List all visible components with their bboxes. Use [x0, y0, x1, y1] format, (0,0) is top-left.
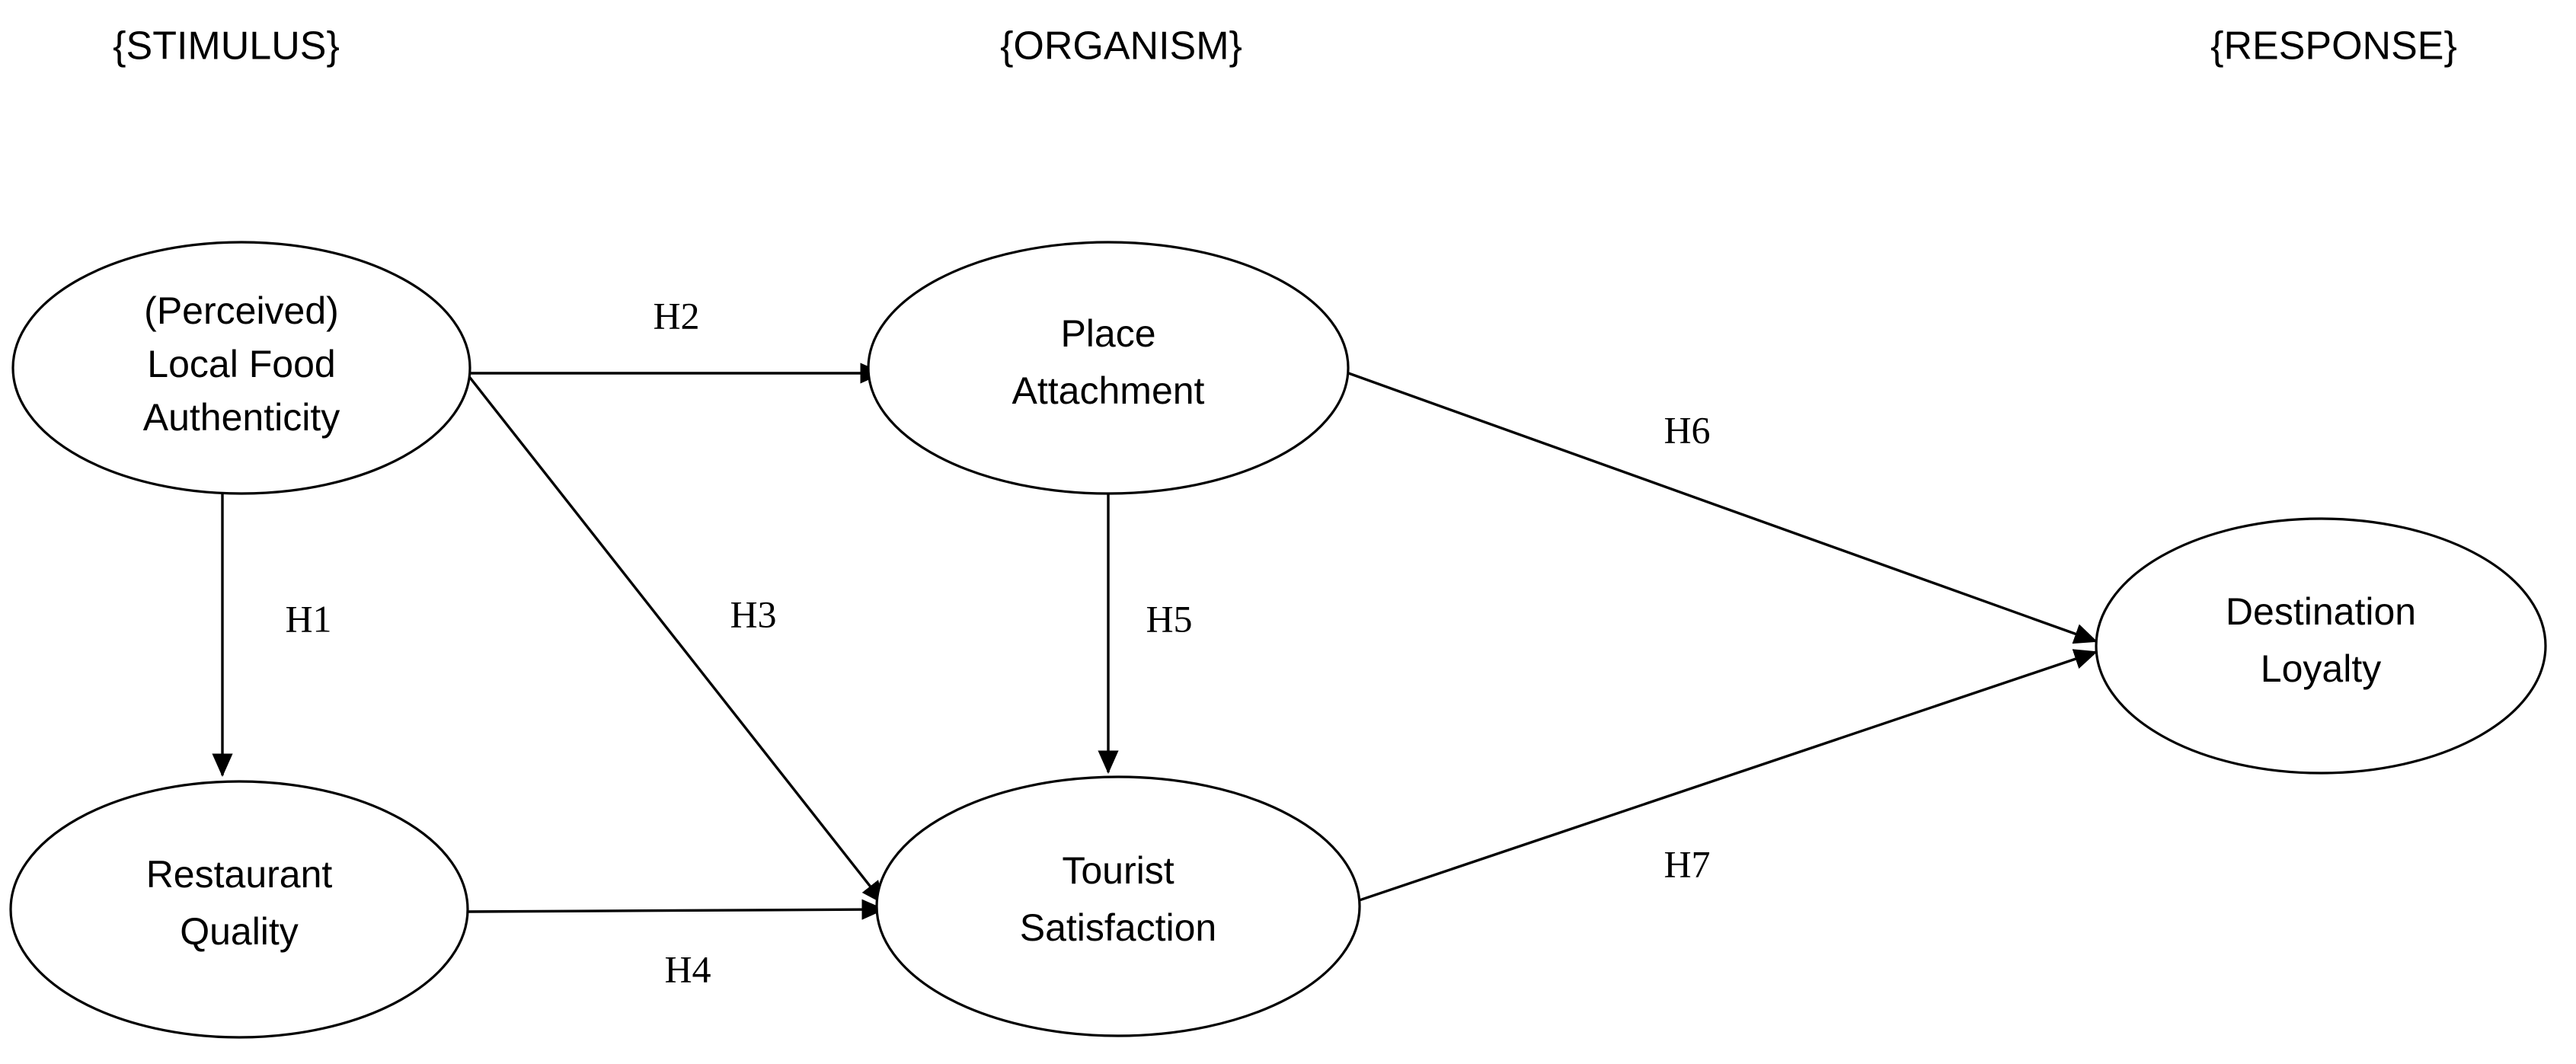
- hypothesis-label-h7: H7: [1664, 842, 1710, 885]
- hypothesis-label-h5: H5: [1146, 597, 1192, 640]
- hypothesis-label-h2: H2: [653, 294, 699, 337]
- node-place-attachment-line-1: Place: [1060, 312, 1155, 355]
- node-destination-loyalty-line-1: Destination: [2226, 590, 2416, 633]
- node-place-attachment-line-2: Attachment: [1012, 369, 1205, 412]
- node-tourist-satisfaction[interactable]: [875, 775, 1361, 1037]
- node-local-food-authenticity-line-2: Local Food: [147, 343, 335, 385]
- node-tourist-satisfaction-line-1: Tourist: [1062, 849, 1174, 892]
- stage-header-stimulus: {STIMULUS}: [113, 24, 340, 69]
- node-local-food-authenticity[interactable]: [11, 241, 471, 495]
- node-restaurant-quality-line-2: Quality: [180, 910, 299, 953]
- stage-header-response: {RESPONSE}: [2210, 24, 2457, 69]
- hypothesis-label-h3: H3: [730, 593, 776, 635]
- path-h6-arrow: [1341, 369, 2098, 644]
- path-h4-arrow: [466, 899, 886, 920]
- node-destination-loyalty-line-2: Loyalty: [2261, 647, 2381, 690]
- node-local-food-authenticity-line-1: (Perceived): [144, 289, 339, 332]
- node-destination-loyalty[interactable]: [2095, 517, 2547, 775]
- node-place-attachment[interactable]: [867, 241, 1350, 495]
- path-h7-arrow: [1336, 649, 2098, 909]
- hypothesis-label-h4: H4: [664, 947, 711, 990]
- node-restaurant-quality[interactable]: [9, 780, 469, 1039]
- hypothesis-label-h6: H6: [1664, 408, 1710, 451]
- stage-header-organism: {ORGANISM}: [1000, 24, 1242, 69]
- node-local-food-authenticity-line-3: Authenticity: [143, 396, 340, 439]
- node-tourist-satisfaction-line-2: Satisfaction: [1020, 906, 1216, 949]
- hypothesis-label-h1: H1: [285, 597, 331, 640]
- node-restaurant-quality-line-1: Restaurant: [146, 853, 333, 896]
- path-h3-arrow: [466, 373, 885, 905]
